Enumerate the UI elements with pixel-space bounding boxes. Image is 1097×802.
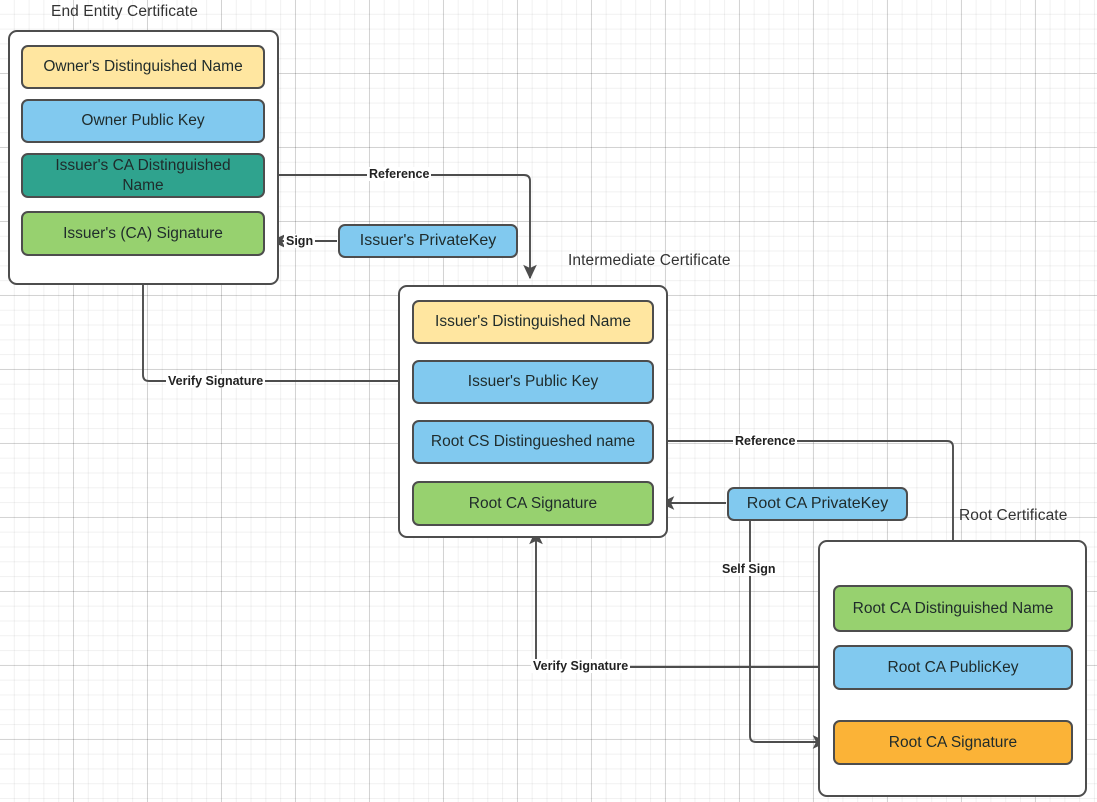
field-root-ca-distinguished-name[interactable]: Root CA Distinguished Name <box>833 585 1073 632</box>
issuers-privatekey-box[interactable]: Issuer's PrivateKey <box>338 224 518 258</box>
field-owners-distinguished-name[interactable]: Owner's Distinguished Name <box>21 45 265 89</box>
edge-verify-bottom <box>529 529 832 668</box>
field-owner-public-key[interactable]: Owner Public Key <box>21 99 265 143</box>
edge-label-reference-top: Reference <box>367 167 432 181</box>
caption-intermediate-certificate: Intermediate Certificate <box>568 252 731 269</box>
field-root-cs-distingueshed-name[interactable]: Root CS Distingueshed name <box>412 420 654 464</box>
caption-end-entity-certificate: End Entity Certificate <box>51 3 198 20</box>
edge-label-verify-signature-bottom: Verify Signature <box>531 659 631 673</box>
edge-label-sign-top: Sign <box>284 234 316 248</box>
field-issuers-distinguished-name[interactable]: Issuer's Distinguished Name <box>412 300 654 344</box>
field-root-ca-publickey[interactable]: Root CA PublicKey <box>833 645 1073 690</box>
field-issuers-ca-distinguished-name[interactable]: Issuer's CA Distinguished Name <box>21 153 265 198</box>
caption-root-certificate: Root Certificate <box>959 507 1068 524</box>
field-root-ca-signature-root[interactable]: Root CA Signature <box>833 720 1073 765</box>
root-ca-privatekey-box[interactable]: Root CA PrivateKey <box>727 487 908 521</box>
edge-label-self-sign: Self Sign <box>720 562 778 576</box>
field-root-ca-signature-intermediate[interactable]: Root CA Signature <box>412 481 654 526</box>
edge-self-sign <box>749 521 828 749</box>
field-issuers-ca-signature[interactable]: Issuer's (CA) Signature <box>21 211 265 256</box>
field-issuers-public-key[interactable]: Issuer's Public Key <box>412 360 654 404</box>
edge-label-verify-signature-top: Verify Signature <box>166 374 266 388</box>
edge-label-reference-bottom: Reference <box>733 434 798 448</box>
